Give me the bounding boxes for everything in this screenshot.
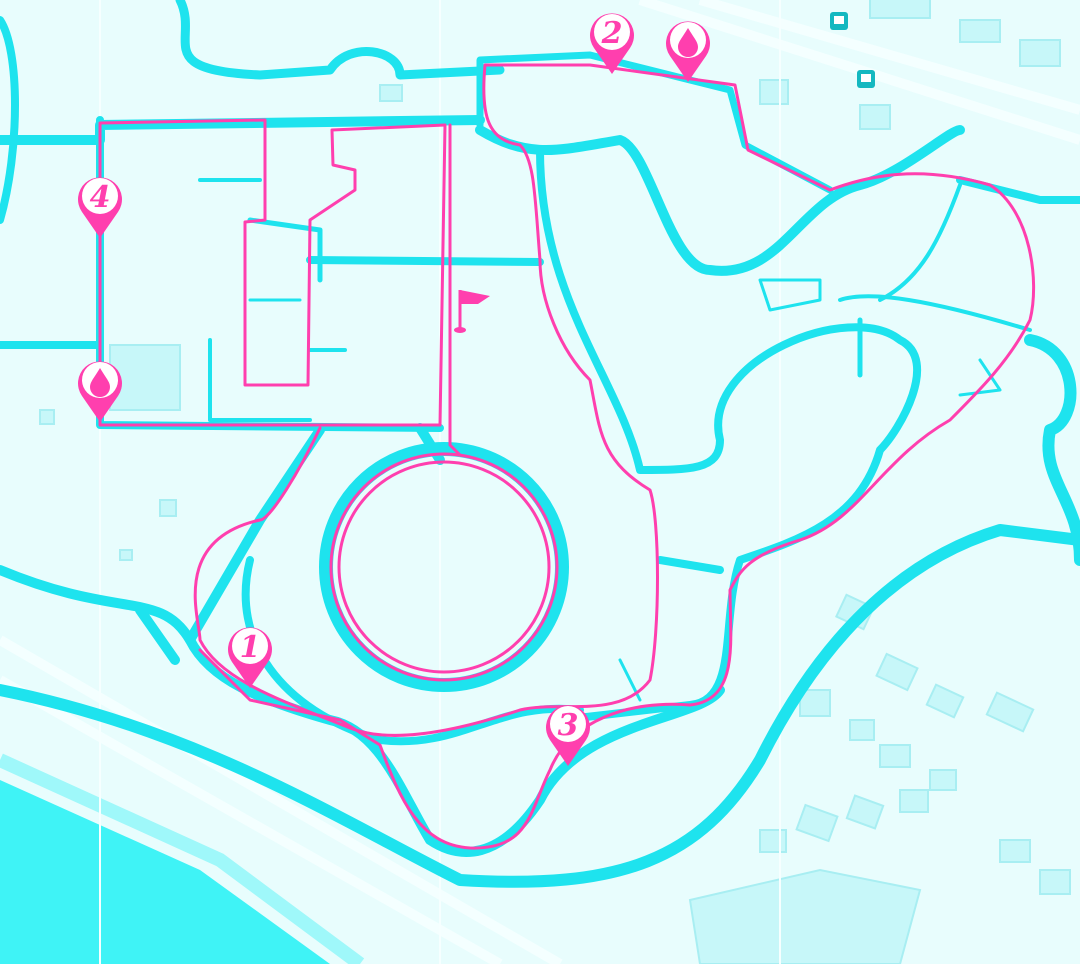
- grid-lines: [99, 0, 781, 964]
- checkpoint-label: 2: [601, 16, 623, 51]
- checkpoint-label: 1: [240, 630, 261, 665]
- checkpoint-label: 3: [558, 708, 579, 743]
- water-drop-icon: [90, 368, 110, 397]
- finish-flag[interactable]: [454, 290, 490, 333]
- checkpoint-pin-4[interactable]: 4: [78, 177, 122, 238]
- checkpoint-pin-1[interactable]: 1: [228, 627, 272, 688]
- bus-stop-icon[interactable]: [857, 70, 875, 88]
- river-bank: [0, 753, 365, 964]
- water-drop-pin[interactable]: [78, 361, 122, 422]
- water-drop-pin[interactable]: [666, 21, 710, 83]
- checkpoint-label: 4: [90, 180, 111, 215]
- water-drop-icon: [678, 28, 698, 57]
- river: [0, 780, 330, 964]
- bus-stop-icon[interactable]: [830, 12, 848, 30]
- race-route: [98, 63, 1036, 850]
- buildings: [39, 0, 1071, 964]
- checkpoint-pin-2[interactable]: 2: [590, 13, 634, 75]
- checkpoint-pin-3[interactable]: 3: [546, 705, 590, 766]
